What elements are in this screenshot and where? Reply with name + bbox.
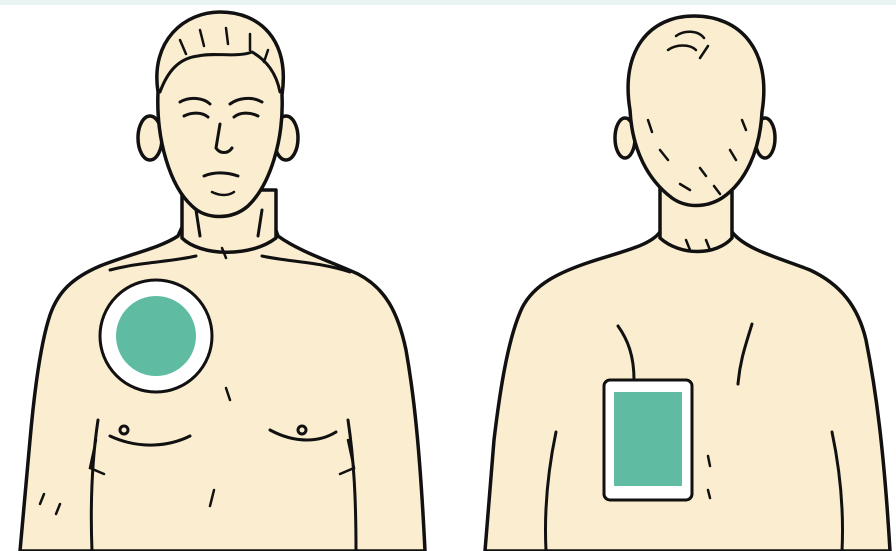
top-edge-strip [0,0,896,5]
front-head [157,12,283,217]
front-pad-circle [116,296,196,376]
back-pad-rectangle [614,392,682,486]
